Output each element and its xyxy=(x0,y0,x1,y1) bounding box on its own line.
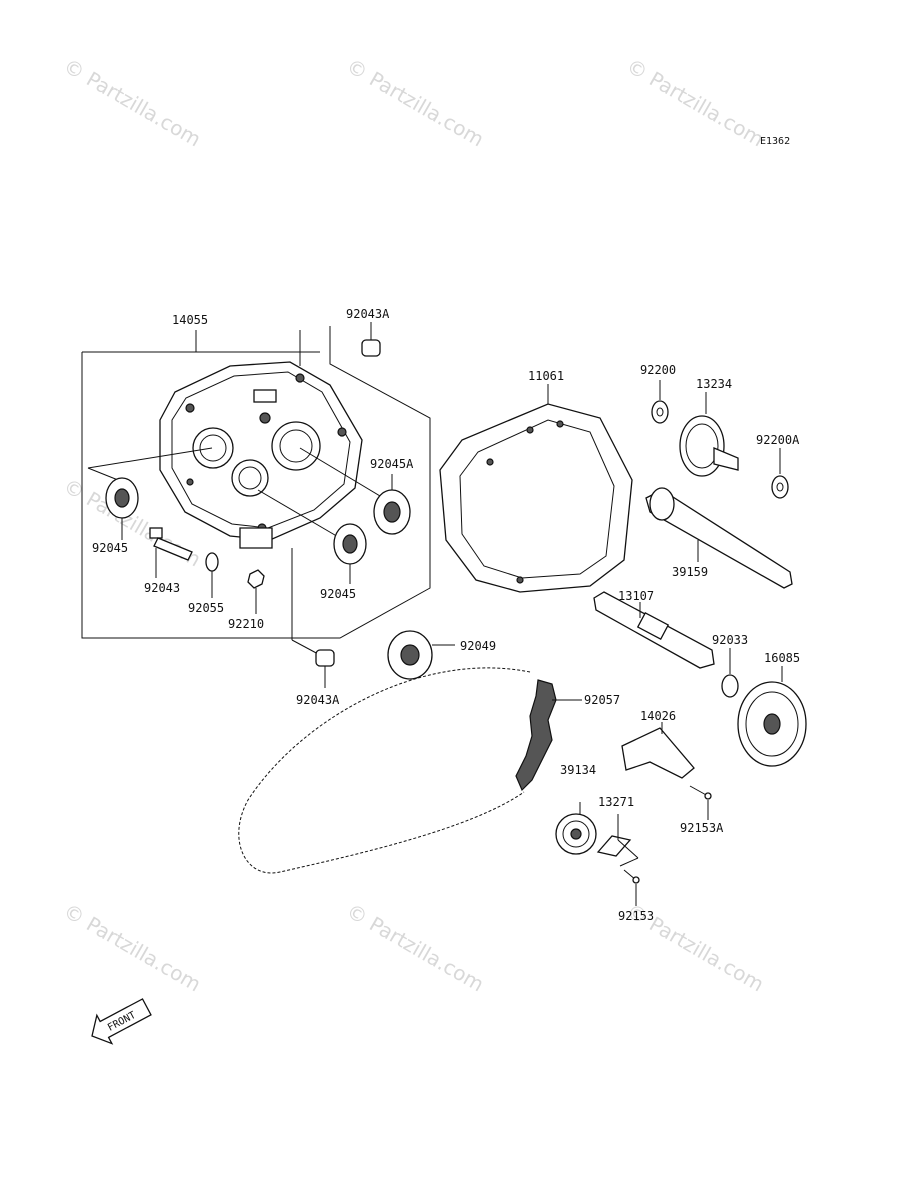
shaft-39159[interactable] xyxy=(645,487,793,589)
washer-92200[interactable] xyxy=(651,380,669,424)
part-label[interactable]: 14026 xyxy=(640,709,676,723)
gasket-11061[interactable] xyxy=(439,384,633,593)
part-label[interactable]: 92055 xyxy=(188,601,224,615)
nut-92210[interactable] xyxy=(247,569,265,614)
washer-92200A[interactable] xyxy=(771,448,789,499)
bolt-92153A[interactable] xyxy=(689,785,712,820)
bolt-92153[interactable] xyxy=(623,869,640,906)
shaft-13107[interactable] xyxy=(593,591,715,669)
part-label[interactable]: 92045A xyxy=(370,457,414,471)
part-label[interactable]: 13234 xyxy=(696,377,732,391)
bearing-92045A[interactable] xyxy=(373,474,411,535)
watermark: © Partzilla.com xyxy=(343,54,489,152)
chain-guide-14026[interactable] xyxy=(621,722,695,779)
washer-92055[interactable] xyxy=(205,552,219,598)
watermark-layer: © Partzilla.com © Partzilla.com © Partzi… xyxy=(60,54,769,997)
watermark: © Partzilla.com xyxy=(60,899,206,997)
bearing-92045-left[interactable] xyxy=(105,477,139,540)
dowel-pin-92043A-top[interactable] xyxy=(361,322,381,357)
part-label[interactable]: 92210 xyxy=(228,617,264,631)
watermark: © Partzilla.com xyxy=(343,899,489,997)
bolt-92043[interactable] xyxy=(149,527,193,578)
part-label[interactable]: 92153 xyxy=(618,909,654,923)
sprocket-39134[interactable] xyxy=(555,802,597,855)
diagram-code: E1362 xyxy=(760,136,790,147)
part-label[interactable]: 39159 xyxy=(672,565,708,579)
assembly-outline xyxy=(81,326,431,639)
gear-13234[interactable] xyxy=(679,392,739,477)
part-label[interactable]: 92153A xyxy=(680,821,724,835)
part-label[interactable]: 92043A xyxy=(296,693,340,707)
drive-chain-92057[interactable] xyxy=(238,667,582,874)
crankcase-cover[interactable] xyxy=(159,361,363,549)
part-label[interactable]: 14055 xyxy=(172,313,208,327)
part-label[interactable]: 11061 xyxy=(528,369,564,383)
cover-leaders xyxy=(87,330,391,656)
part-label[interactable]: 13271 xyxy=(598,795,634,809)
part-label[interactable]: 92043 xyxy=(144,581,180,595)
part-label[interactable]: 39134 xyxy=(560,763,596,777)
part-label[interactable]: 92033 xyxy=(712,633,748,647)
front-arrow: FRONT xyxy=(91,998,152,1045)
bearing-92045-mid[interactable] xyxy=(333,523,367,584)
bearing-92049[interactable] xyxy=(387,630,455,680)
part-label[interactable]: 16085 xyxy=(764,651,800,665)
part-label[interactable]: 92043A xyxy=(346,307,390,321)
watermark: © Partzilla.com xyxy=(623,54,769,152)
gear-16085[interactable] xyxy=(737,666,807,767)
part-label[interactable]: 92057 xyxy=(584,693,620,707)
part-label[interactable]: 92200 xyxy=(640,363,676,377)
part-label[interactable]: 92049 xyxy=(460,639,496,653)
plate-13271[interactable] xyxy=(596,814,639,867)
part-labels: 14055 92043A 92045A 92045 92043 92055 92… xyxy=(92,307,800,923)
part-label[interactable]: 92045 xyxy=(92,541,128,555)
part-label[interactable]: 13107 xyxy=(618,589,654,603)
circlip-92033[interactable] xyxy=(721,648,739,698)
part-label[interactable]: 92200A xyxy=(756,433,800,447)
front-arrow-icon xyxy=(91,998,152,1045)
dowel-pin-92043A-bottom[interactable] xyxy=(315,649,335,688)
watermark: © Partzilla.com xyxy=(60,54,206,152)
part-label[interactable]: 92045 xyxy=(320,587,356,601)
